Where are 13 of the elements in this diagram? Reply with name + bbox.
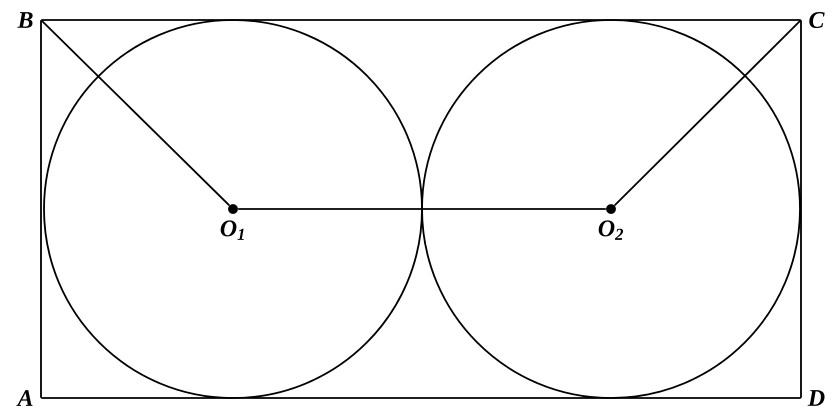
line-segment — [41, 20, 230, 206]
point-label: B — [17, 12, 33, 28]
line-segment — [41, 397, 801, 399]
point-label: O$_{1}$ — [220, 204, 244, 240]
line-segment — [41, 19, 801, 21]
point-label: C — [809, 12, 825, 28]
point-label: O$_{2}$ — [598, 204, 624, 240]
line-segment — [40, 20, 42, 398]
point-label: D — [808, 390, 825, 406]
point-label: A — [16, 390, 33, 406]
line-segment — [238, 208, 606, 210]
line-segment — [800, 20, 802, 398]
line-segment — [614, 20, 801, 206]
